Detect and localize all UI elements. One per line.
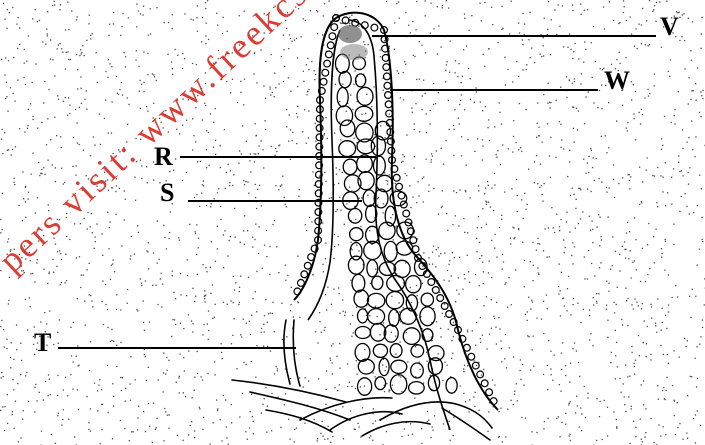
apical-meristem [338, 25, 368, 60]
cortex-cells [336, 54, 458, 395]
label-w: W [604, 68, 630, 94]
label-t: T [34, 330, 51, 356]
pointer-lines [58, 36, 656, 348]
label-s: S [160, 180, 174, 206]
organ-outline [294, 13, 498, 430]
label-v: V [660, 14, 679, 40]
